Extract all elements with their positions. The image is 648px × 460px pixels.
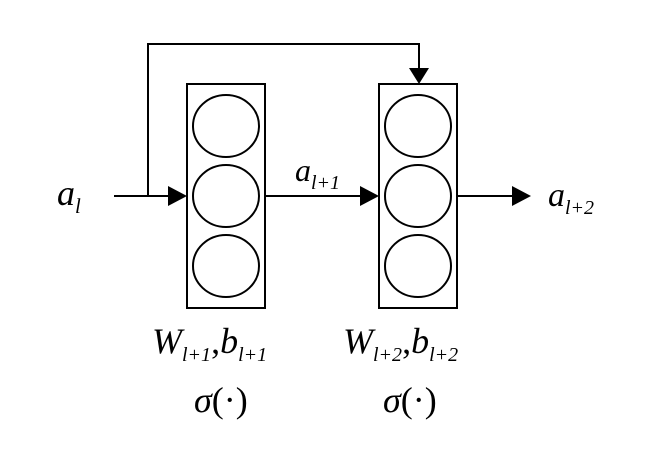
- layer-2-bias-sub: l+2: [429, 344, 458, 366]
- input-label: al: [57, 173, 81, 218]
- output-label-base: a: [548, 177, 565, 214]
- layer-1-params-label: Wl+1,bl+1: [152, 321, 267, 366]
- skip-connection-arrowhead: [409, 68, 429, 84]
- middle-label: al+1: [295, 152, 340, 194]
- layer-1-separator: ,: [211, 321, 220, 361]
- layer-2-activation: σ(·): [383, 380, 437, 420]
- layer-1-neuron-1: [192, 94, 260, 158]
- layer-1-activation-arg: (·): [212, 380, 248, 420]
- layer-1-bias: b: [220, 321, 238, 361]
- output-label: al+2: [548, 177, 594, 219]
- middle-label-sub: l+1: [311, 172, 340, 194]
- output-label-sub: l+2: [565, 197, 594, 219]
- layer-1-activation-symbol: σ: [194, 380, 213, 420]
- layer-1-bias-sub: l+1: [238, 344, 267, 366]
- layer-2-neuron-3: [384, 234, 452, 298]
- input-label-base: a: [57, 173, 75, 213]
- middle-label-base: a: [295, 152, 311, 188]
- input-label-sub: l: [75, 194, 81, 218]
- skip-connection-line: [147, 43, 420, 196]
- middle-arrowhead: [360, 186, 379, 206]
- layer-2-neuron-1: [384, 94, 452, 158]
- output-arrowhead: [512, 186, 531, 206]
- layer-2-weight-sub: l+2: [373, 344, 402, 366]
- layer-1-neuron-2: [192, 164, 260, 228]
- layer-2-bias: b: [411, 321, 429, 361]
- layer-2-neuron-2: [384, 164, 452, 228]
- input-arrowhead: [168, 186, 187, 206]
- layer-2-activation-arg: (·): [401, 380, 437, 420]
- layer-2-separator: ,: [402, 321, 411, 361]
- layer-2-params-label: Wl+2,bl+2: [343, 321, 458, 366]
- layer-1-neuron-3: [192, 234, 260, 298]
- layer-1-activation: σ(·): [194, 380, 248, 420]
- layer-1-weight-sub: l+1: [182, 344, 211, 366]
- layer-2-weight: W: [343, 321, 376, 361]
- layer-2-activation-symbol: σ: [383, 380, 402, 420]
- layer-1-weight: W: [152, 321, 185, 361]
